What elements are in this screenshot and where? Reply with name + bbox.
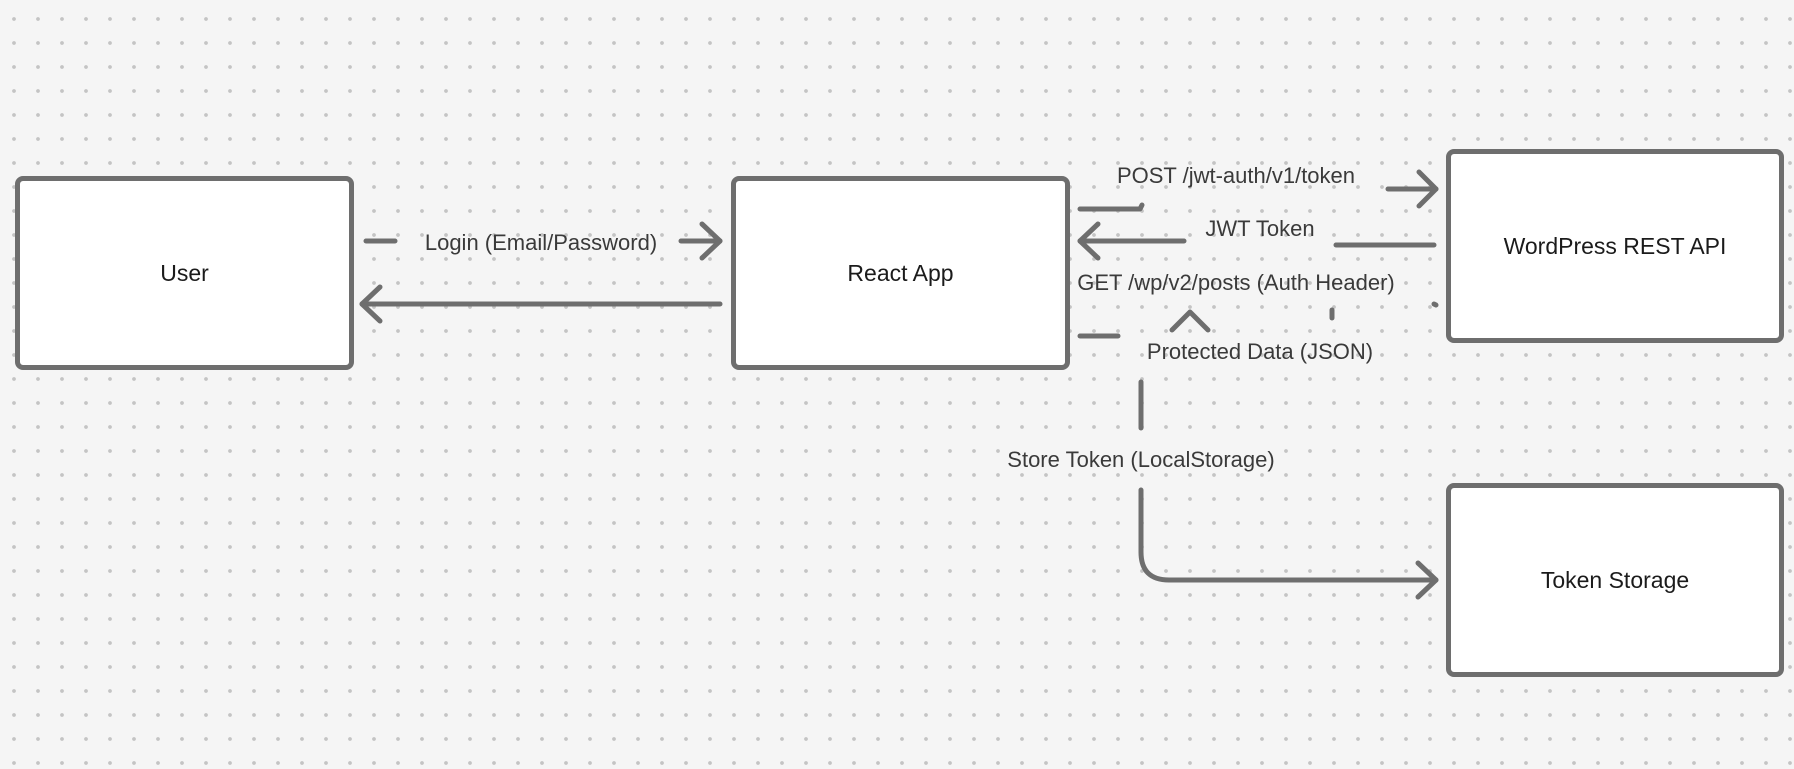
edge-jwt-token-arrowhead (1077, 221, 1101, 261)
edge-protected-data[interactable] (1169, 309, 1211, 333)
edge-jwt-token[interactable] (1077, 221, 1437, 261)
node-token-storage[interactable]: Token Storage (1446, 483, 1784, 677)
edge-label-login[interactable]: Login (Email/Password) (424, 230, 658, 255)
edge-label-protected-data[interactable]: Protected Data (JSON) (1146, 339, 1374, 364)
edge-store-token-line-end (1138, 487, 1439, 583)
edge-response-to-user[interactable] (359, 284, 723, 324)
node-wordpress-rest-api-label: WordPress REST API (1503, 232, 1727, 259)
node-user-label: User (160, 259, 209, 286)
node-user[interactable]: User (15, 176, 354, 370)
edge-get-posts-dot (1431, 301, 1439, 308)
edge-label-post-token[interactable]: POST /jwt-auth/v1/token (1116, 163, 1356, 188)
edge-store-token-arrowhead (1415, 560, 1439, 600)
node-wordpress-rest-api[interactable]: WordPress REST API (1446, 149, 1784, 343)
edge-label-jwt-token[interactable]: JWT Token (1205, 216, 1315, 241)
node-token-storage-label: Token Storage (1540, 566, 1690, 593)
edge-response-to-user-arrowhead (359, 284, 383, 324)
edge-post-token[interactable] (1077, 169, 1439, 212)
edge-login[interactable] (363, 221, 723, 261)
edge-protected-data-arrowhead (1169, 309, 1211, 333)
edge-label-get-posts[interactable]: GET /wp/v2/posts (Auth Header) (1077, 270, 1395, 295)
edge-get-posts[interactable] (1077, 301, 1439, 339)
node-react-app-label: React App (847, 259, 954, 286)
edge-store-token[interactable] (1138, 379, 1439, 600)
edge-post-token-line-start (1077, 202, 1145, 212)
node-react-app[interactable]: React App (731, 176, 1070, 370)
edge-post-token-arrowhead (1416, 169, 1439, 209)
edge-label-store-token[interactable]: Store Token (LocalStorage) (1001, 448, 1281, 472)
edge-login-arrowhead (699, 221, 723, 261)
